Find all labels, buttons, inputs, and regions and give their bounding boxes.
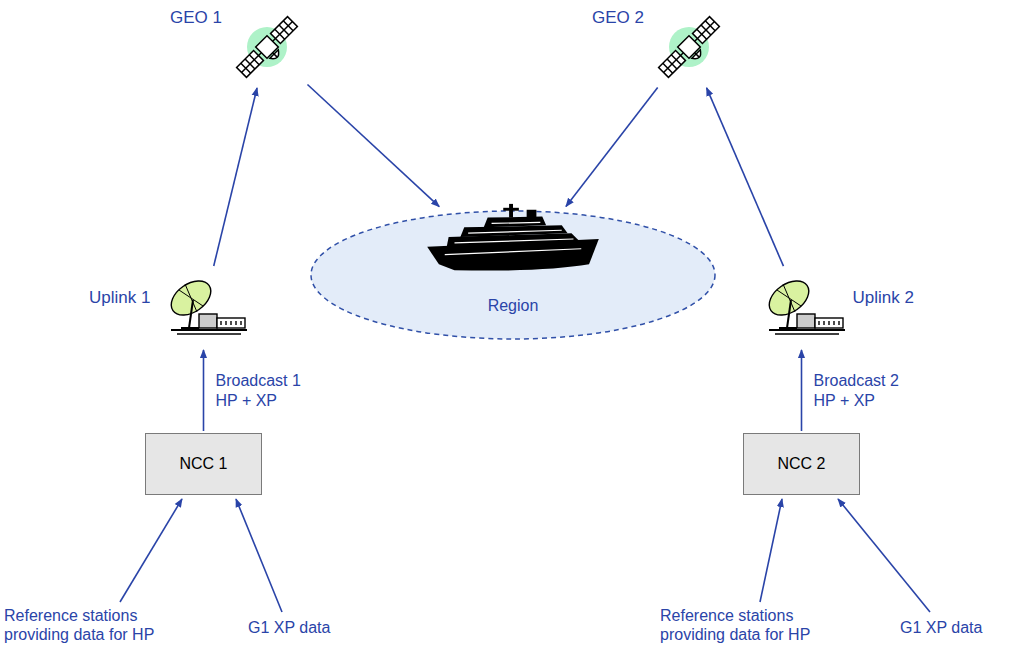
satellite-icon	[228, 8, 306, 86]
input-arrow	[760, 499, 782, 602]
input-label: Reference stations providing data for HP	[4, 606, 194, 644]
edge-label: Broadcast 2 HP + XP	[812, 371, 908, 409]
dish-icon	[159, 268, 249, 348]
box-label: NCC 2	[777, 454, 825, 473]
process-box: NCC 1	[145, 433, 262, 495]
edge-label: Broadcast 1 HP + XP	[214, 371, 310, 409]
node-label: GEO 1	[170, 8, 222, 28]
region-label: Region	[308, 296, 718, 315]
region-outline	[308, 208, 718, 342]
icon-use	[236, 16, 303, 83]
node-label: Uplink 1	[89, 288, 150, 308]
ship-icon	[427, 204, 599, 271]
region-ellipse: Region	[308, 208, 718, 342]
node-label: GEO 2	[592, 8, 644, 28]
input-label: Reference stations providing data for HP	[660, 606, 850, 644]
icon-use	[164, 274, 246, 334]
box-label: NCC 1	[179, 454, 227, 473]
input-arrow	[236, 499, 282, 612]
dish-icon	[757, 268, 847, 348]
uplink-node: Uplink 1	[159, 268, 249, 348]
signal-arrow	[707, 88, 784, 266]
icon-use	[658, 16, 725, 83]
input-arrow	[838, 499, 930, 612]
satellite-node: GEO 2	[650, 8, 728, 86]
satellite-icon	[650, 8, 728, 86]
signal-arrow	[203, 350, 205, 431]
signal-arrow	[307, 85, 439, 207]
input-label: G1 XP data	[900, 618, 982, 637]
input-arrows	[120, 499, 930, 612]
signal-arrow	[566, 88, 658, 207]
satellite-node: GEO 1	[228, 8, 306, 86]
uplink-node: Uplink 2	[757, 268, 847, 348]
process-box: NCC 2	[743, 433, 860, 495]
node-label: Uplink 2	[853, 288, 914, 308]
icon-use	[762, 274, 844, 334]
signal-arrow	[801, 350, 803, 431]
input-label: G1 XP data	[248, 618, 330, 637]
input-arrow	[120, 499, 182, 602]
signal-arrow	[214, 88, 257, 266]
